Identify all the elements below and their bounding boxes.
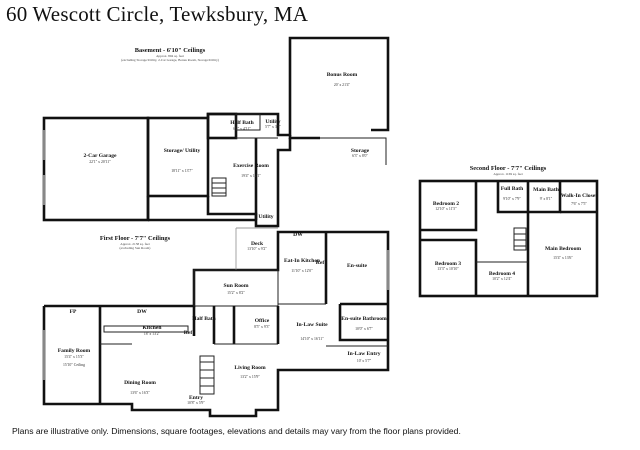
fixture-refrigerator-kitchen: Ref (184, 330, 193, 336)
room-storage: Storage (351, 148, 370, 154)
basement-note: (excluding Storage/Utility, 2-Car Garage… (121, 58, 219, 63)
fixture-fireplace: FP (70, 309, 77, 315)
room-entry: Entry (189, 395, 203, 401)
svg-text:10' x 5'7": 10' x 5'7" (357, 359, 372, 363)
room-office: Office (255, 318, 270, 324)
basement-heading: Basement - 6'10" Ceilings (135, 47, 206, 54)
svg-text:13'2" x 15'9": 13'2" x 15'9" (240, 375, 260, 379)
room-in-law-entry: In-Law Entry (347, 351, 380, 357)
room-utility-basement-2: Utility (258, 214, 273, 220)
svg-text:18'11" x 13'7": 18'11" x 13'7" (171, 169, 193, 173)
room-main-bedroom: Main Bedroom (545, 246, 581, 252)
second-floor-heading: Second Floor - 7'7" Ceilings (470, 165, 547, 172)
svg-text:18' x 13'2": 18' x 13'2" (144, 332, 161, 336)
room-deck: Deck (251, 241, 264, 247)
first-floor-note: (excluding Sun Room) (120, 246, 151, 250)
first-floor-outline (42, 230, 390, 418)
disclaimer-text: Plans are illustrative only. Dimensions,… (12, 426, 461, 436)
first-floor-heading: First Floor - 7'7" Ceilings (100, 235, 171, 242)
room-eat-in-kitchen: Eat-In Kitchen (284, 258, 321, 264)
svg-text:20' x 21'4": 20' x 21'4" (334, 83, 351, 87)
svg-text:9'10" x 7'9": 9'10" x 7'9" (503, 197, 521, 201)
svg-text:22'1" x 20'11": 22'1" x 20'11" (89, 160, 111, 164)
svg-text:15'2" x 8'2": 15'2" x 8'2" (227, 291, 245, 295)
svg-text:6'2" x 4'11": 6'2" x 4'11" (233, 127, 251, 131)
svg-text:7'6" x 7'5": 7'6" x 7'5" (571, 202, 587, 206)
room-garage: 2-Car Garage (84, 153, 118, 159)
room-utility-basement: Utility (265, 119, 280, 125)
svg-text:9' x 8'1": 9' x 8'1" (540, 197, 553, 201)
svg-text:13'10" x 9'2": 13'10" x 9'2" (247, 247, 267, 251)
room-en-suite: En-suite (347, 263, 367, 269)
room-bedroom-4: Bedroom 4 (489, 271, 515, 277)
svg-text:10'0" x 6'7": 10'0" x 6'7" (355, 327, 373, 331)
room-en-suite-bathroom: En-suite Bathroom (341, 316, 387, 322)
basement-subheading: Approx. 804 sq. feet (156, 54, 184, 58)
page-title: 60 Wescott Circle, Tewksbury, MA (6, 2, 309, 26)
room-walk-in-closet: Walk-In Closet (561, 193, 597, 199)
room-main-bath: Main Bath (533, 187, 560, 193)
svg-text:15'4" x 15'3": 15'4" x 15'3" (64, 355, 84, 359)
second-floor-outline (418, 179, 599, 298)
svg-text:19'4" x 12'1": 19'4" x 12'1" (241, 174, 261, 178)
svg-text:6'3" x 8'0": 6'3" x 8'0" (352, 154, 368, 158)
room-in-law-suite: In-Law Suite (296, 322, 328, 328)
svg-text:10'2" x 12'4": 10'2" x 12'4" (492, 277, 512, 281)
room-full-bath: Full Bath (501, 186, 524, 192)
svg-text:12'10" x 11'5": 12'10" x 11'5" (435, 207, 457, 211)
fixture-dishwasher-in-law: DW (293, 232, 303, 238)
room-dining-room: Dining Room (124, 380, 156, 386)
svg-text:15'4" x 13'6": 15'4" x 13'6" (553, 256, 573, 260)
svg-text:13'3" x 10'10": 13'3" x 10'10" (437, 267, 459, 271)
room-bonus: Bonus Room (327, 72, 358, 78)
room-bedroom-3: Bedroom 3 (435, 261, 461, 267)
second-floor-plan: Second Floor - 7'7" Ceilings Approx. 116… (418, 165, 599, 298)
room-living-room: Living Room (234, 365, 266, 371)
room-storage-utility: Storage/ Utility (164, 148, 201, 154)
room-exercise: Exercise Room (233, 163, 269, 169)
svg-text:5'7" x 3'5": 5'7" x 3'5" (265, 125, 281, 129)
first-floor-plan: First Floor - 7'7" Ceilings Approx. 2158… (42, 227, 390, 418)
family-room-ceiling-note: 15'10" Ceiling (63, 363, 85, 367)
svg-text:11'10" x 12'0": 11'10" x 12'0" (291, 269, 313, 273)
basement-plan: Basement - 6'10" Ceilings Approx. 804 sq… (42, 36, 390, 228)
storage-utility-outline (146, 116, 210, 198)
garage-outline (42, 116, 150, 222)
room-kitchen: Kitchen (143, 325, 163, 331)
first-floor-subheading: Approx. 2158 sq. feet (120, 242, 150, 246)
room-family-room: Family Room (58, 348, 91, 354)
svg-text:13'6" x 16'3": 13'6" x 16'3" (130, 391, 150, 395)
room-half-bath-basement: Half Bath (230, 120, 254, 126)
svg-text:8'5" x 9'3": 8'5" x 9'3" (254, 325, 270, 329)
room-bedroom-2: Bedroom 2 (433, 201, 459, 207)
second-floor-subheading: Approx. 1169 sq. feet (493, 172, 522, 176)
fixture-refrigerator-in-law: Ref (316, 260, 325, 266)
svg-text:14'10" x 16'11": 14'10" x 16'11" (300, 337, 324, 341)
svg-text:10'8" x 5'9": 10'8" x 5'9" (187, 401, 205, 405)
room-half-bath-first: Half Bath (192, 316, 216, 322)
room-sun-room: Sun Room (223, 283, 248, 289)
half-bath-outline (206, 112, 238, 140)
fixture-dishwasher-kitchen: DW (137, 309, 147, 315)
